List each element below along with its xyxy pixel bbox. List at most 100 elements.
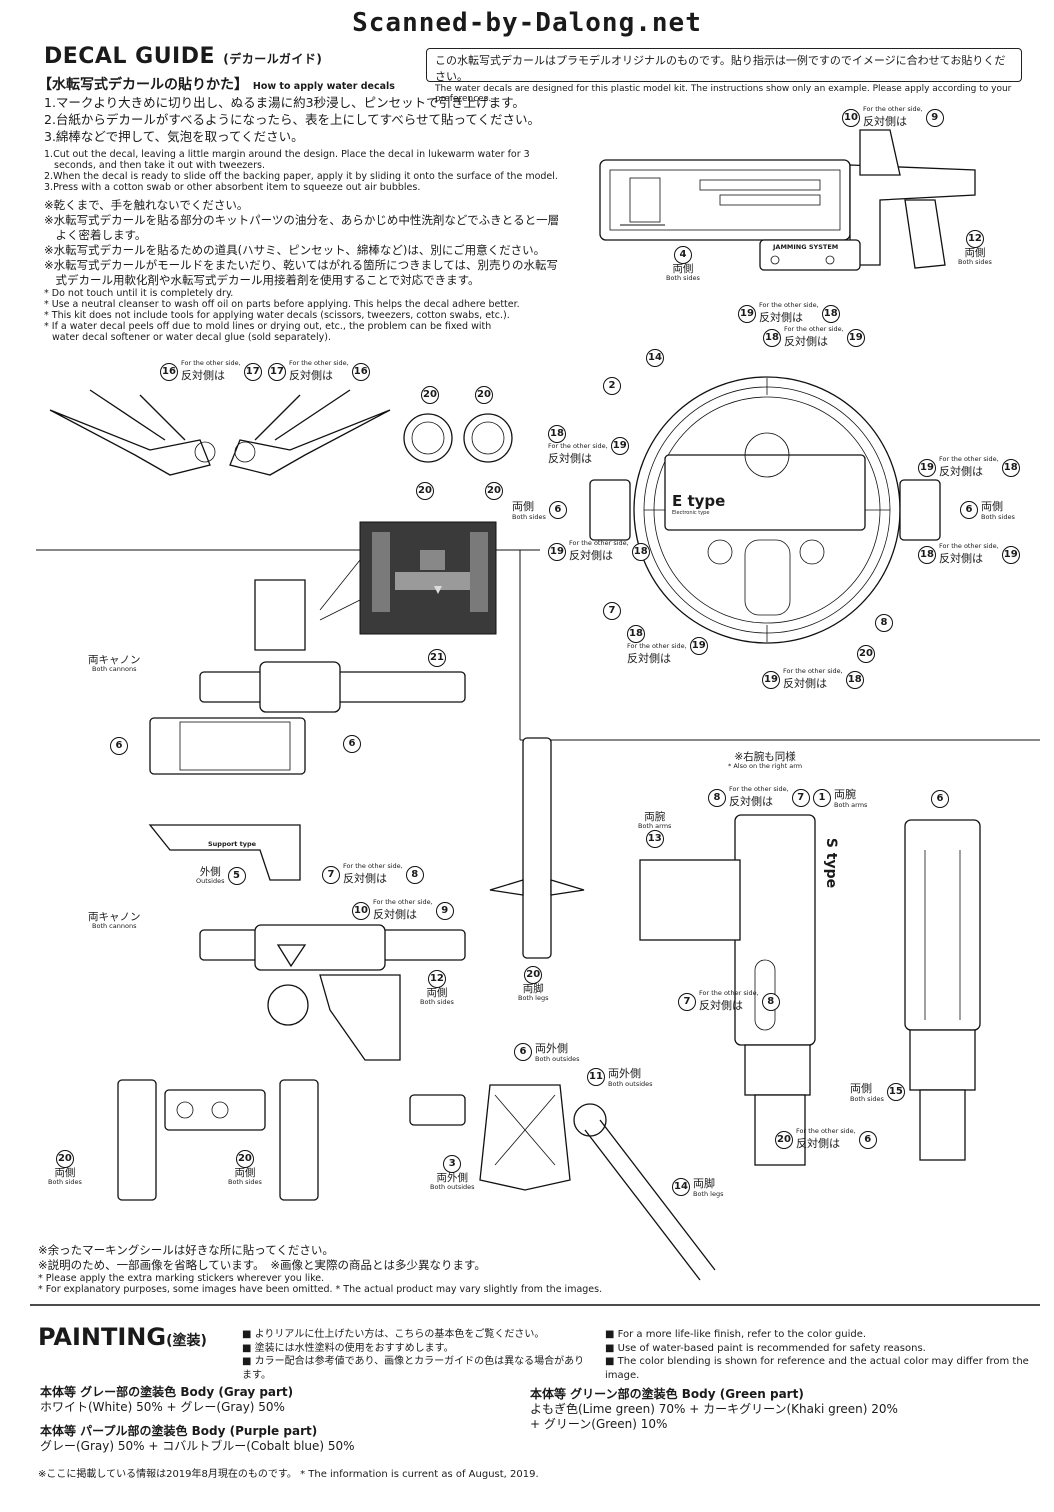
num-20: 20 — [485, 482, 503, 500]
label-13-both-arms: 両腕 Both arms 13 — [638, 812, 671, 848]
painting-title: PAINTING(塗装) — [38, 1323, 207, 1351]
num-17: 17 — [243, 362, 262, 381]
reverse-jp-text: 反対側は — [343, 872, 387, 885]
reverse-jp-text: 反対側は — [939, 552, 983, 565]
callout-7-8-arm: 7 For the other side,反対側は 8 — [678, 990, 780, 1013]
callout-20-cap-tl: 20 — [421, 382, 439, 404]
lower-left-parts-drawing — [117, 1079, 319, 1201]
for-other-side-text: For the other side, — [863, 105, 923, 113]
num-19: 19 — [762, 670, 780, 689]
num-18: 18 — [763, 328, 781, 347]
for-other-side-text: For the other side, — [783, 667, 843, 675]
bullet-en-4b: water decal softener or water decal glue… — [52, 332, 332, 343]
num-14: 14 — [672, 1177, 690, 1196]
bullet-jp-2b: よく密着します。 — [44, 228, 147, 242]
reverse-jp-text: 反対側は — [784, 335, 828, 348]
both-arms-jp: 両腕 — [834, 788, 856, 801]
num-10: 10 — [842, 108, 860, 127]
reverse-jp-text: 反対側は — [863, 115, 907, 128]
num-3: 3 — [443, 1155, 462, 1173]
callout-19-18-top: 19 For the other side,反対側は 18 — [738, 302, 840, 325]
for-other-side-text: For the other side, — [289, 359, 349, 367]
callout-20-cap-bl: 20 — [416, 478, 434, 500]
num-6: 6 — [110, 737, 128, 755]
label-20-both-legs: 20 両脚 Both legs — [518, 966, 549, 1002]
etype-label-text: E type — [672, 492, 726, 510]
footer-note-en-2: * For explanatory purposes, some images … — [38, 1284, 603, 1295]
callout-8-shield: 8 — [875, 610, 893, 632]
photo-inset-content — [372, 532, 488, 612]
leg-drawing — [489, 737, 585, 959]
right-arm-jp: ※右腕も同様 — [734, 751, 796, 763]
for-other-side-text: For the other side, — [759, 301, 819, 309]
reverse-jp-text: 反対側は — [627, 652, 671, 665]
both-legs-jp: 両脚 — [522, 983, 544, 995]
recipe-green-text-1: よもぎ色(Lime green) 70% + カーキグリーン(Khaki gre… — [530, 1402, 898, 1416]
footer-note-jp-1: ※余ったマーキングシールは好きな所に貼ってください。 — [38, 1243, 334, 1257]
painting-note-jp-2: ■ 塗装には水性塗料の使用をおすすめします。 — [242, 1342, 454, 1354]
watermark: Scanned-by-Dalong.net — [352, 8, 702, 38]
painting-note-jp-3: ■ カラー配合は参考値であり、画像とカラーガイドの色は異なる場合があります。 — [242, 1356, 585, 1381]
label-4-both-sides: 4 両側 Both sides — [666, 246, 700, 282]
num-20: 20 — [524, 966, 543, 984]
callout-20-6-arm: 20 For the other side,反対側は 6 — [775, 1128, 877, 1151]
num-18: 18 — [631, 542, 650, 561]
both-sides-en: Both sides — [850, 1095, 884, 1103]
num-9: 9 — [435, 901, 454, 920]
both-outsides-en: Both outsides — [535, 1055, 580, 1063]
label-12-both-sides: 12 両側 Both sides — [958, 230, 992, 266]
etype-sub-text: Electronic type — [672, 510, 710, 516]
info-date: ※ここに掲載している情報は2019年8月現在のものです。 * The infor… — [38, 1469, 539, 1480]
both-cannons-jp: 両キャノン — [88, 654, 141, 666]
footer-notes: ※余ったマーキングシールは好きな所に貼ってください。 ※説明のため、一部画像を省… — [38, 1243, 678, 1295]
painting-title-en: PAINTING — [38, 1323, 167, 1351]
bullet-jp-1: ※乾くまで、手を触れないでください。 — [44, 198, 249, 212]
num-8: 8 — [405, 865, 424, 884]
callout-21-photo: 21 — [428, 645, 446, 667]
num-18: 18 — [821, 304, 840, 323]
for-other-side-text: For the other side, — [548, 442, 608, 450]
both-cannons-en: Both cannons — [92, 665, 137, 673]
both-legs-jp: 両脚 — [693, 1177, 715, 1190]
num-18: 18 — [627, 625, 645, 643]
num-20: 20 — [475, 386, 493, 404]
round-shield-drawing — [589, 376, 941, 644]
bullet-jp-4: ※水転写式デカールがモールドをまたいだり、乾いてはがれる箇所につきましては、別売… — [44, 258, 559, 272]
for-other-side-text: For the other side, — [343, 862, 403, 870]
both-sides-en: Both sides — [958, 258, 992, 266]
reverse-jp-text: 反対側は — [729, 795, 773, 808]
footer-note-en-1: * Please apply the extra marking sticker… — [38, 1273, 325, 1284]
num-18: 18 — [1001, 458, 1020, 477]
num-20: 20 — [235, 1150, 254, 1168]
both-sides-en: Both sides — [420, 998, 454, 1006]
recipe-green: 本体等 グリーン部の塗装色 Body (Green part) よもぎ色(Lim… — [530, 1385, 1030, 1432]
callout-6-cannon-left: 6 — [110, 733, 128, 755]
num-7: 7 — [603, 602, 621, 620]
num-19: 19 — [1001, 545, 1020, 564]
label-12-cannon: 12 両側 Both sides — [420, 970, 454, 1006]
callout-2-shield: 2 — [603, 373, 621, 395]
step-en-1b: seconds, and then take it out with tweez… — [54, 160, 265, 171]
howto-heading: 【水転写式デカールの貼りかた】 How to apply water decal… — [38, 74, 395, 94]
decal-guide-title-en: DECAL GUIDE — [44, 44, 216, 69]
callout-20-shield: 20 — [857, 641, 875, 663]
num-12: 12 — [965, 230, 984, 248]
painting-note-en-2: ■ Use of water-based paint is recommende… — [605, 1342, 926, 1354]
both-arms-en: Both arms — [834, 801, 868, 809]
decal-note-jp: この水転写式デカールはプラモデルオリジナルのものです。貼り指示は一例ですのでイメ… — [435, 54, 1006, 83]
both-sides-jp: 両側 — [964, 247, 986, 259]
etype-label: E type Electronic type — [672, 492, 725, 516]
callout-19-18-bottom: 19 For the other side,反対側は 18 — [762, 668, 864, 691]
both-arms-jp: 両腕 — [644, 811, 666, 823]
num-20: 20 — [421, 386, 439, 404]
label-right-arm: ※右腕も同様 * Also on the right arm — [728, 752, 802, 770]
callout-20-cap-tr: 20 — [475, 382, 493, 404]
both-legs-en: Both legs — [518, 994, 549, 1002]
callout-17-16: 17 For the other side,反対側は 16 — [268, 360, 370, 383]
reverse-jp-text: 反対側は — [939, 465, 983, 478]
both-sides-en: Both sides — [666, 274, 700, 282]
callout-18-19-right: 18 For the other side,反対側は 19 — [918, 543, 1020, 566]
